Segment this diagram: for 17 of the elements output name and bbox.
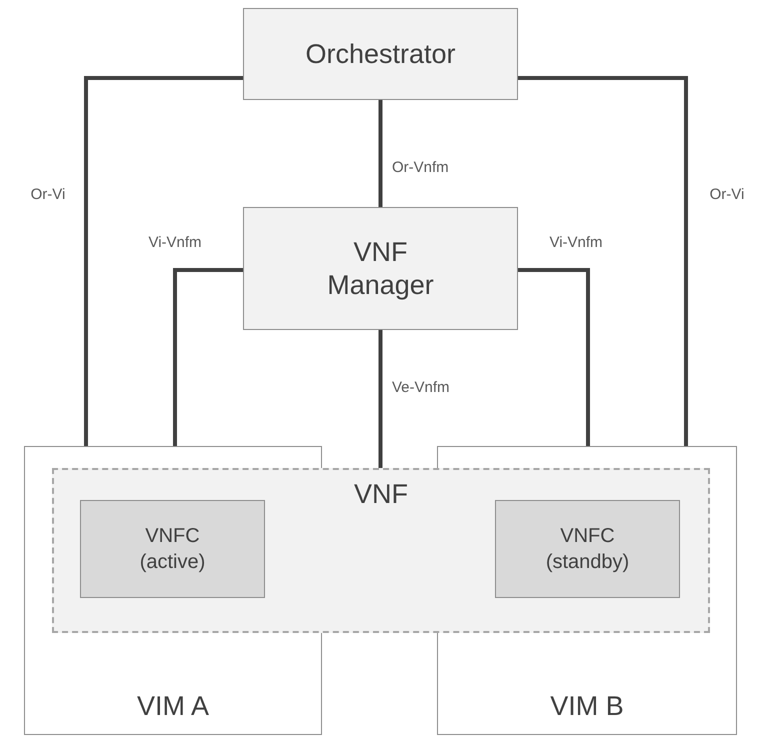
node-label: VIM A <box>136 690 210 722</box>
node-label: VIM B <box>550 690 624 722</box>
component-box <box>495 500 680 598</box>
component-box <box>243 207 518 330</box>
node-label: VNFC (active) <box>138 524 206 575</box>
node-label: Orchestrator <box>305 38 456 70</box>
component-box <box>80 500 265 598</box>
connector-line <box>378 330 382 468</box>
node-label: VNF <box>354 478 408 511</box>
connector-line <box>518 76 688 446</box>
connector-line <box>84 76 243 446</box>
connector-line <box>518 268 590 446</box>
node-label: VNF Manager <box>326 236 435 302</box>
component-box <box>243 8 518 100</box>
connector-line <box>378 100 382 207</box>
connector-line <box>173 268 243 446</box>
node-label: VNFC (standby) <box>544 524 630 575</box>
